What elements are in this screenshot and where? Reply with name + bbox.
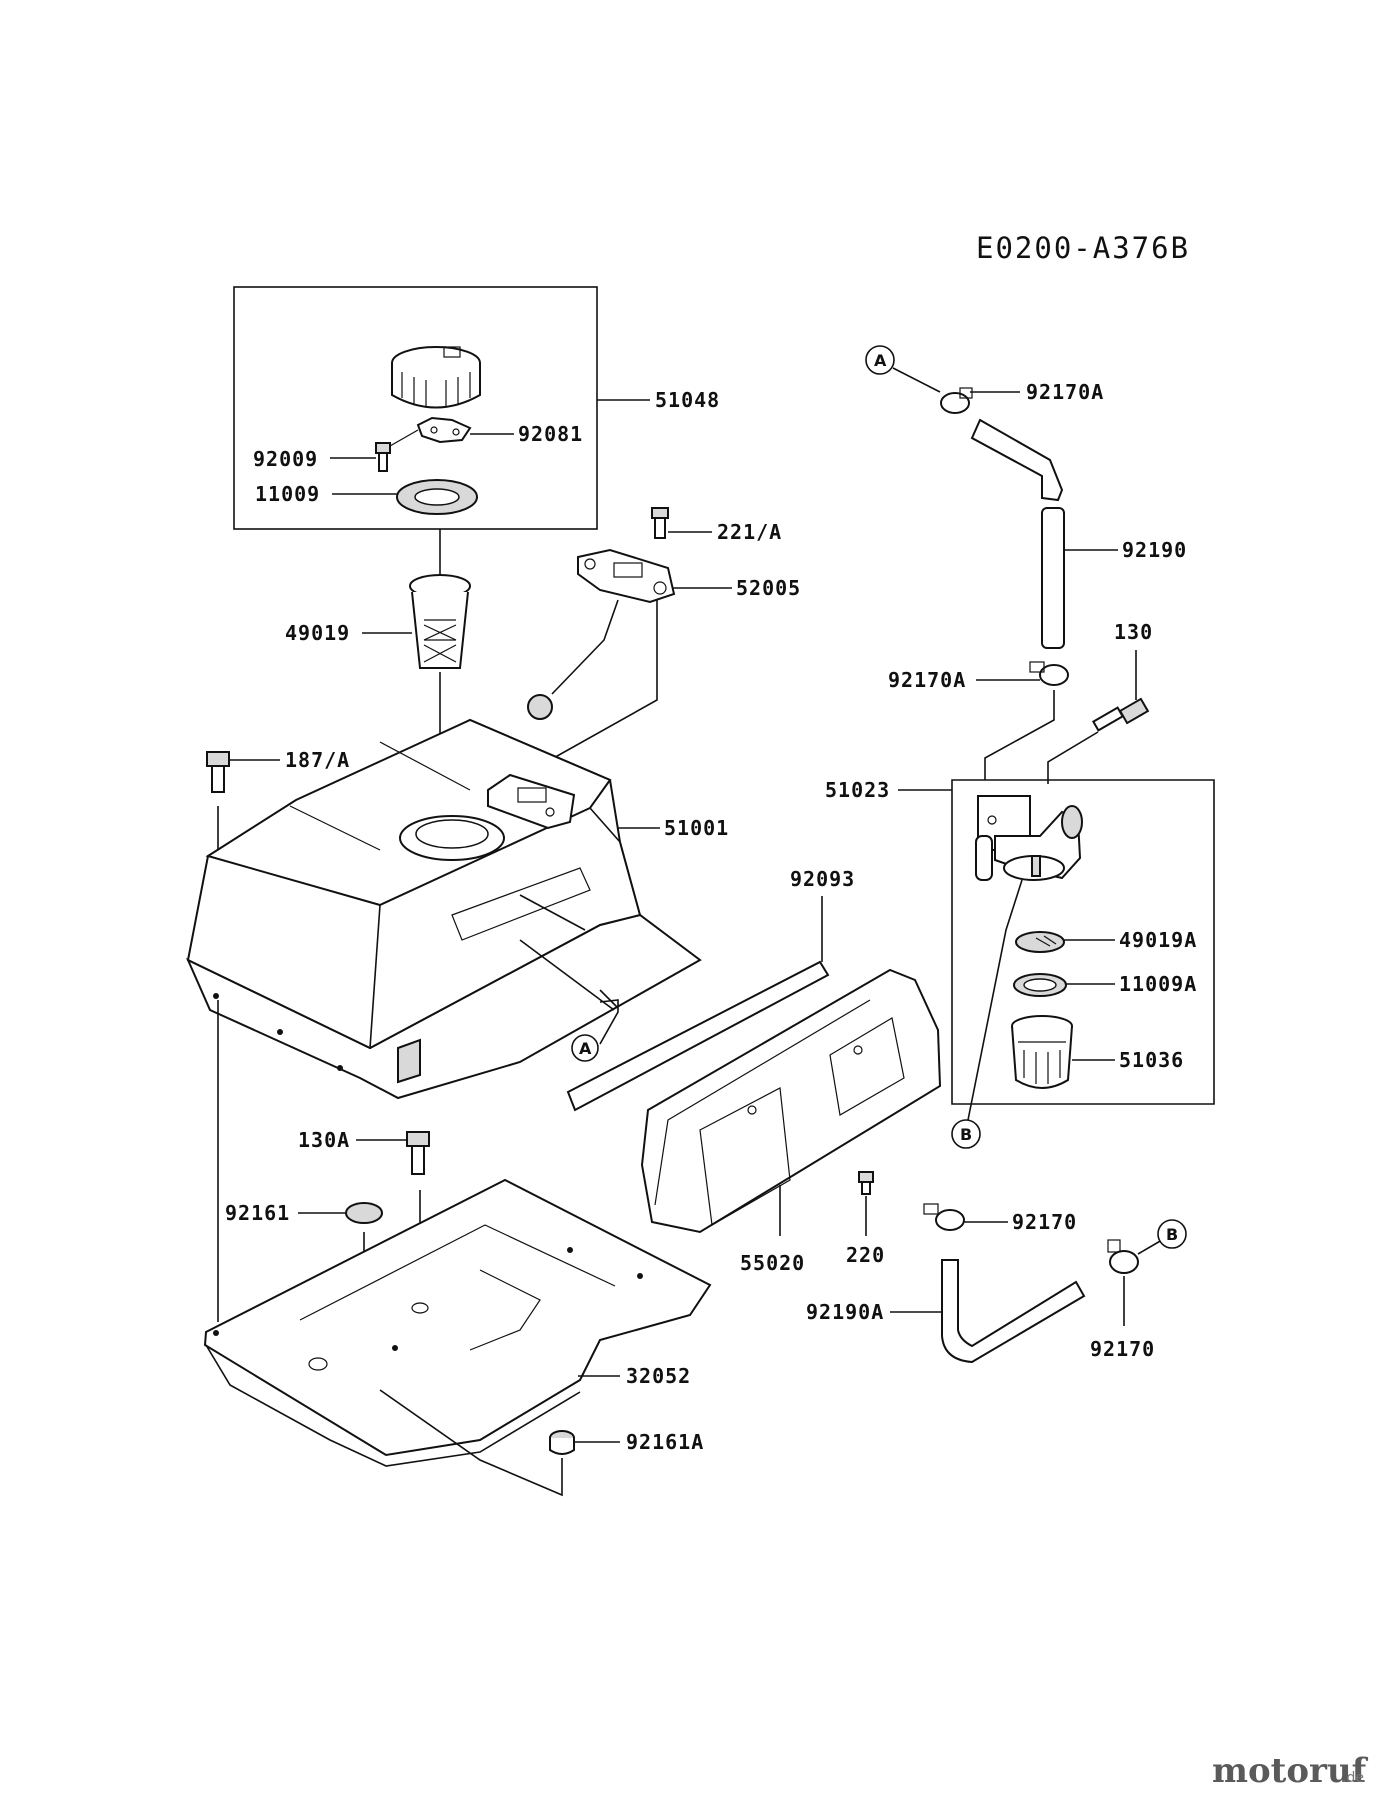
label-51001: 51001 <box>664 816 729 840</box>
label-92093: 92093 <box>790 867 855 891</box>
seal-strip <box>566 960 830 1112</box>
fuel-cap <box>391 346 481 409</box>
label-92190: 92190 <box>1122 538 1187 562</box>
filter-cup <box>1011 1015 1073 1089</box>
watermark-name: motoruf <box>1212 1751 1369 1791</box>
label-92170a-mid: 92170A <box>888 668 966 692</box>
base-frame <box>203 1178 712 1467</box>
ref-a-tank: A <box>579 1039 592 1058</box>
label-55020: 55020 <box>740 1251 805 1275</box>
fuel-tank <box>185 718 702 1100</box>
diagram-code: E0200-A376B <box>976 231 1190 265</box>
ref-b-filter-circle <box>951 1119 981 1149</box>
label-11009a: 11009A <box>1119 972 1197 996</box>
fuel-cock-frame <box>951 779 1215 1105</box>
label-92190a: 92190A <box>806 1300 884 1324</box>
cap-screw <box>375 442 391 472</box>
ref-a-top-circle <box>865 345 895 375</box>
filter-gasket <box>1013 973 1067 997</box>
fuel-cock <box>975 795 1083 881</box>
label-92081: 92081 <box>518 422 583 446</box>
watermark-tld: .de <box>1342 1770 1364 1786</box>
hose-clip-top <box>940 387 973 414</box>
cover-screw <box>858 1171 874 1195</box>
ref-a-top: A <box>874 351 887 370</box>
label-92170-b: 92170 <box>1090 1337 1155 1361</box>
label-51023: 51023 <box>825 778 890 802</box>
label-187a: 187/A <box>285 748 350 772</box>
ref-b-bottom: B <box>1166 1225 1178 1244</box>
cap-plate <box>416 416 472 444</box>
label-51048: 51048 <box>655 388 720 412</box>
label-49019: 49019 <box>285 621 350 645</box>
fuel-hose-upper <box>970 418 1065 649</box>
label-92170-a: 92170 <box>1012 1210 1077 1234</box>
ref-a-tank-circle <box>571 1034 599 1062</box>
cap-assembly-frame <box>233 286 598 530</box>
label-52005: 52005 <box>736 576 801 600</box>
label-11009: 11009 <box>255 482 320 506</box>
label-92009: 92009 <box>253 447 318 471</box>
hose-clip-lower-a <box>923 1203 965 1231</box>
label-130: 130 <box>1114 620 1153 644</box>
hose-clip-lower-b <box>1107 1239 1139 1274</box>
tank-bolt-187 <box>206 751 230 793</box>
gauge-screw <box>651 507 669 539</box>
bolt-130 <box>1092 697 1150 732</box>
fuel-hose-lower <box>941 1259 1086 1364</box>
label-92161: 92161 <box>225 1201 290 1225</box>
label-32052: 32052 <box>626 1364 691 1388</box>
watermark: motoruf .de <box>1212 1751 1369 1791</box>
label-221a: 221/A <box>717 520 782 544</box>
hose-clip-mid <box>1029 661 1069 686</box>
label-92161a: 92161A <box>626 1430 704 1454</box>
label-51036: 51036 <box>1119 1048 1184 1072</box>
label-220: 220 <box>846 1243 885 1267</box>
cap-gasket <box>396 479 478 515</box>
fuel-gauge <box>527 548 676 720</box>
label-130a: 130A <box>298 1128 350 1152</box>
ref-b-bottom-circle <box>1157 1219 1187 1249</box>
plug-92161 <box>345 1202 383 1224</box>
tank-strainer <box>409 574 471 669</box>
ref-b-filter: B <box>960 1125 972 1144</box>
tank-cover <box>640 968 942 1234</box>
frame-bolt-130a <box>406 1131 430 1175</box>
label-92170a-top: 92170A <box>1026 380 1104 404</box>
filter-screen <box>1015 931 1065 953</box>
plug-92161a <box>549 1430 575 1455</box>
label-49019a: 49019A <box>1119 928 1197 952</box>
